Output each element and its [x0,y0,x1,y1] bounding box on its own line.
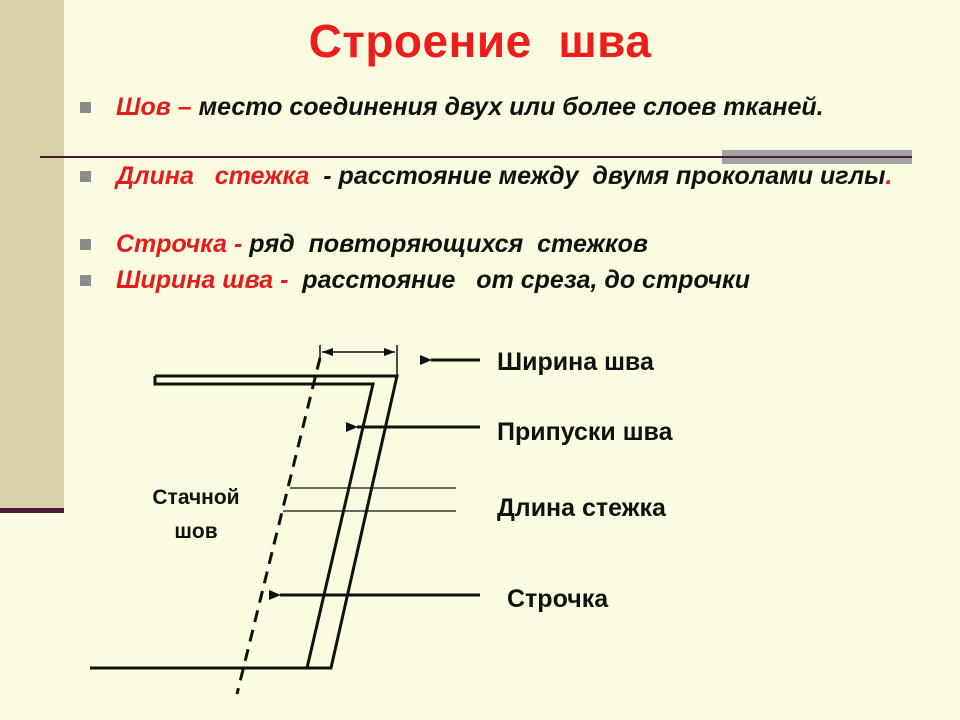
definition-trailing-period: . [885,162,893,190]
divider-accent-block [722,150,912,164]
fabric-layer-front [153,376,375,669]
callout-seam-allowance: Припуски шва [497,418,673,446]
callout-stitch-length: Длина стежка [497,494,666,522]
term-stitch-line: Строчка - [116,230,250,258]
seam-width-arrow-right [384,348,395,356]
bullet-square-icon [80,171,91,182]
seam-type-label-line1: Стачной [152,486,240,509]
definition-list: Шов – место соединения двух или более сл… [0,0,960,300]
fabric-layer-back [90,374,399,670]
bullet-text: Длина стежка - расстояние между двумя пр… [116,163,960,190]
term-stitch-length: Длина стежка [116,162,317,190]
title-divider [40,156,740,158]
bullet-text: Шов – место соединения двух или более сл… [116,94,960,121]
callout-seam-width: Ширина шва [497,348,654,376]
stitch-line-dashed [235,357,322,695]
bullet-text: Строчка - ряд повторяющихся стежков [116,231,960,258]
slide-title: Строение шва [308,15,652,67]
left-decor-bar [0,0,64,512]
definition-seam-width: расстояние от среза, до строчки [295,266,750,294]
left-decor-bar-edge [0,508,64,513]
definition-stitch-length: - расстояние между двумя проколами иглы [316,162,886,190]
bullet-square-icon [80,239,91,250]
seam-type-label: Стачной шов [128,481,264,549]
seam-type-label-line2: шов [174,520,218,543]
bullet-text: Ширина шва - расстояние от среза, до стр… [116,267,960,294]
definition-seam: место соединения двух или более слоев тк… [198,93,824,121]
bullet-square-icon [80,102,91,113]
seam-width-arrow-left [322,348,333,356]
term-seam: Шов – [116,93,199,121]
term-seam-width: Ширина шва - [116,266,296,294]
definition-stitch-line: ряд повторяющихся стежков [249,230,648,258]
bullet-square-icon [80,275,91,286]
callout-stitch-line: Строчка [507,585,609,613]
